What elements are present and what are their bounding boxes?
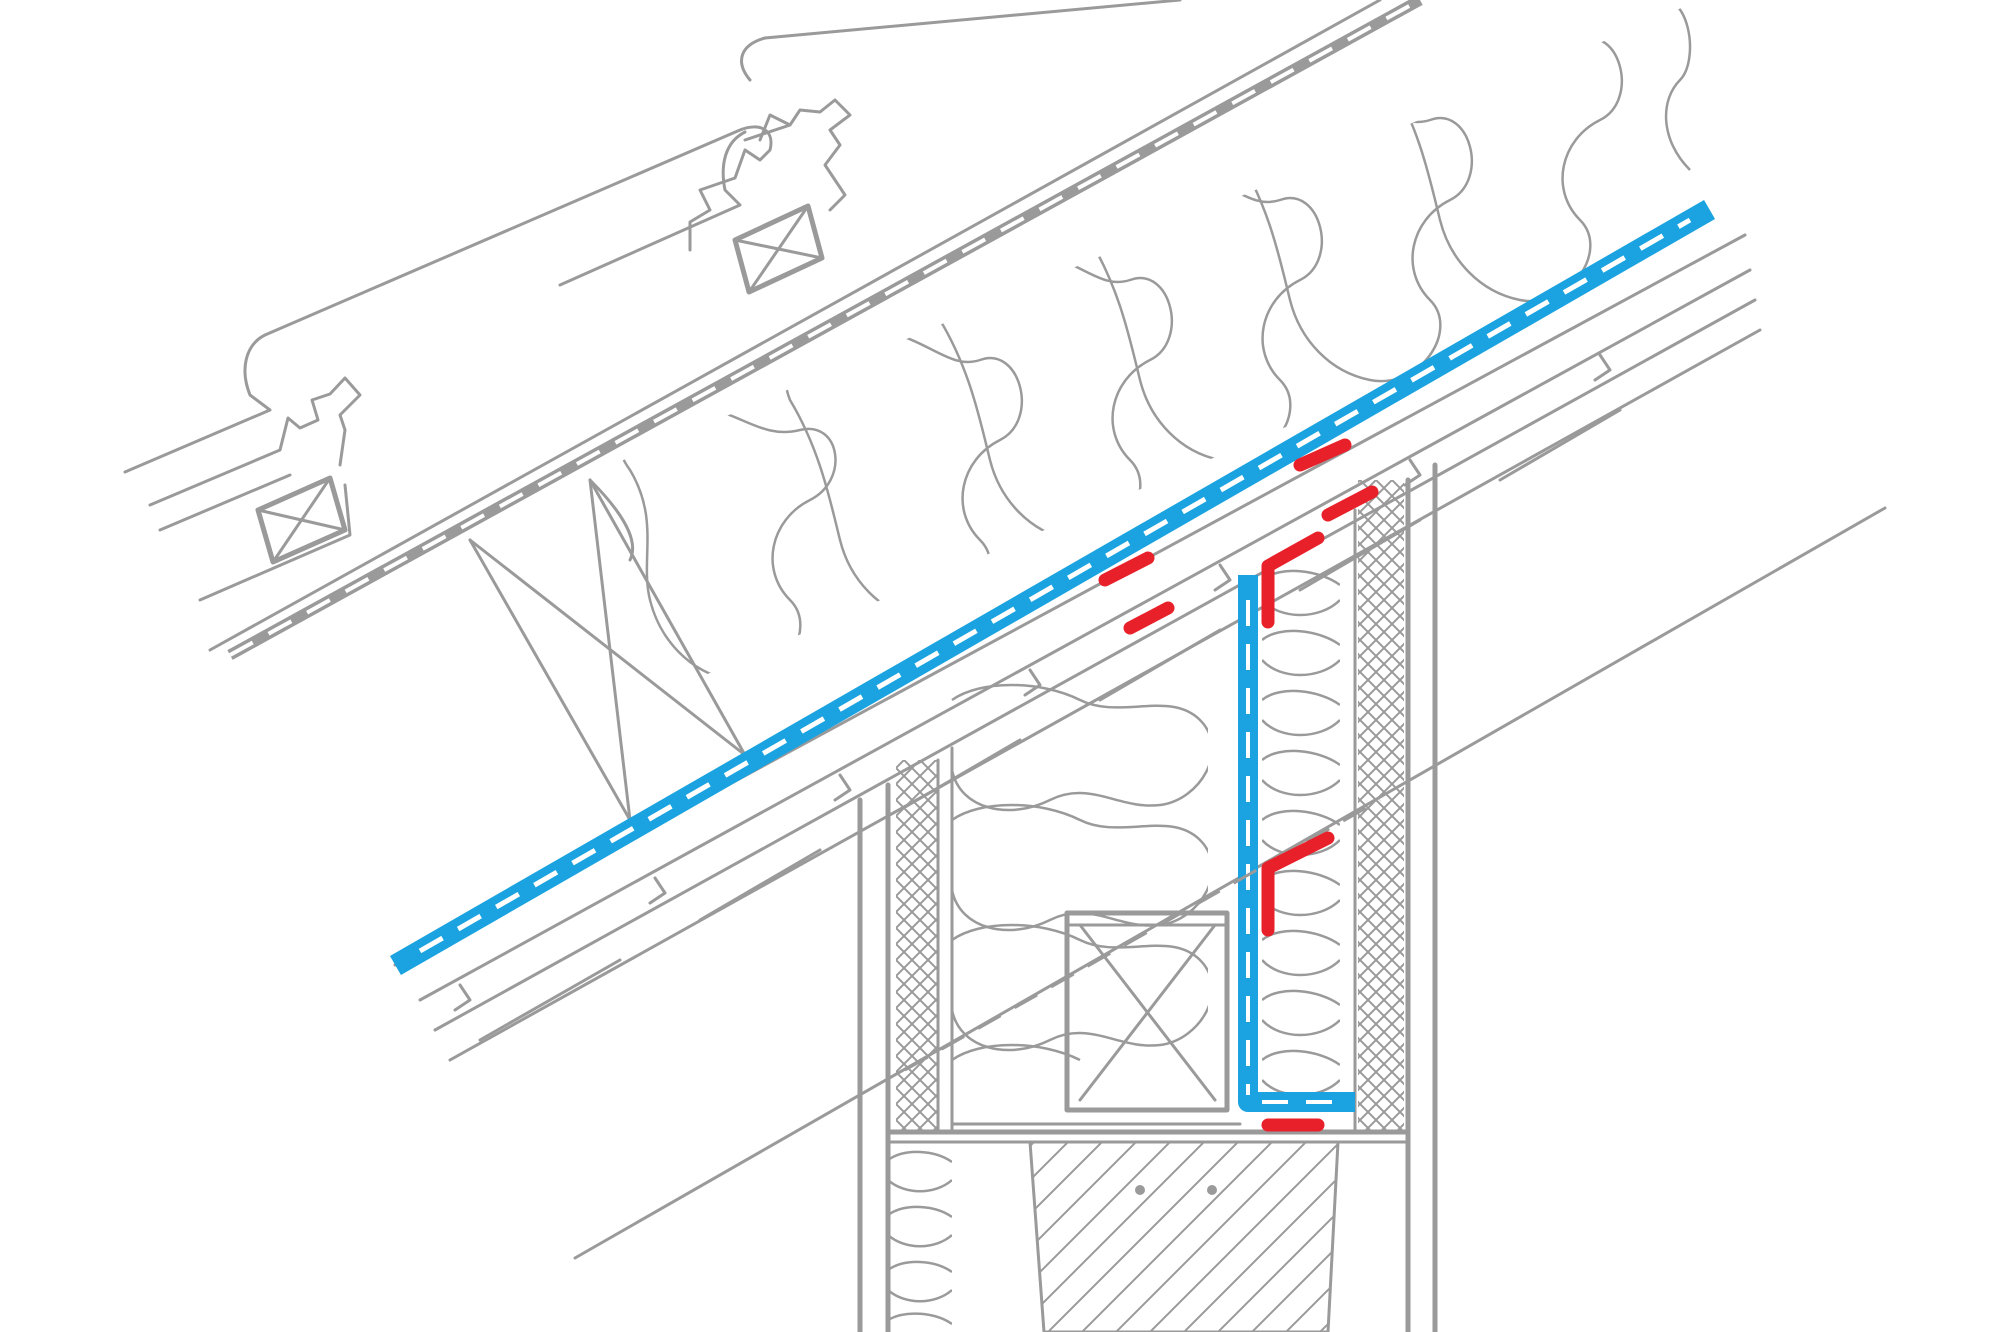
seal-roof-lower — [1123, 601, 1175, 635]
thermal-envelope-line — [904, 798, 1381, 1072]
roof-sheathing — [393, 233, 1762, 1062]
seal-roof-mid — [1098, 551, 1155, 587]
lower-wall-insulation — [888, 1150, 952, 1326]
service-layer-insulation — [1262, 569, 1340, 1097]
seal-wall-upper — [1261, 531, 1325, 629]
wall-plate-timber — [1064, 910, 1230, 1113]
tile-batten-lower — [255, 475, 348, 565]
roof-tiles — [123, 0, 1382, 652]
vapour-barrier-membrane — [389, 199, 1716, 1112]
wall-cavity-insulation — [950, 683, 1208, 1062]
airtight-seals — [1098, 438, 1379, 1132]
masonry-wall — [1028, 1140, 1340, 1332]
counter-batten — [227, 0, 1423, 660]
tile-batten-upper — [732, 203, 825, 295]
facade-guide-line — [573, 506, 1887, 1260]
rafter-truss — [468, 478, 747, 822]
seal-roof-upper — [1293, 438, 1352, 472]
roof-insulation — [618, 0, 1692, 683]
seal-wall-lower — [1261, 831, 1335, 937]
seal-plate-top — [1321, 485, 1379, 522]
